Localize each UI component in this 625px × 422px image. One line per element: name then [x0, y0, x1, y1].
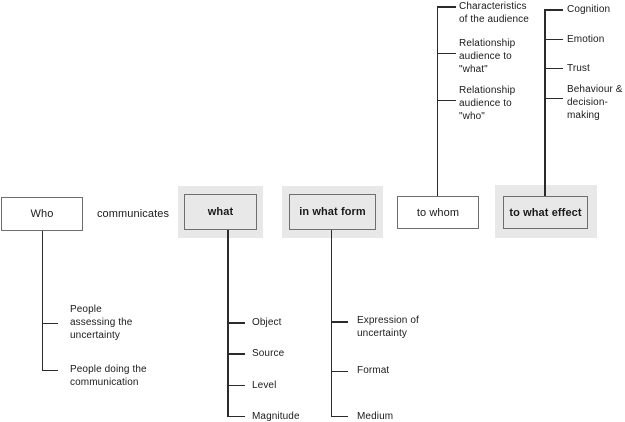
node-to-what-effect-label: to what effect	[509, 206, 582, 219]
node-in-what-form-label: in what form	[299, 206, 366, 218]
branch-who-1: People assessing the uncertainty	[70, 304, 133, 341]
branch-form-2: Format	[357, 365, 390, 376]
branch-whom-1: Characteristics of the audience	[459, 1, 529, 25]
node-who-label: Who	[30, 208, 54, 220]
connector-form-tick-1	[330, 321, 348, 323]
branch-whom-2: Relationship audience to "what"	[459, 38, 516, 75]
node-to-whom-label: to whom	[416, 206, 460, 219]
label-communicates: communicates	[86, 197, 180, 231]
branch-what-2: Source	[252, 348, 285, 359]
node-to-what-effect-highlight: to what effect	[495, 185, 597, 238]
connector-form-tick-3	[330, 415, 348, 417]
connector-what-tick-4	[227, 415, 245, 417]
connector-form-stem	[330, 230, 332, 417]
branch-effect-3: Trust	[567, 63, 590, 74]
connector-who-tick-1	[41, 322, 58, 324]
label-communicates-text: communicates	[96, 208, 170, 220]
connector-whom-tick-1	[436, 6, 456, 8]
node-to-what-effect: to what effect	[503, 196, 588, 229]
node-what: what	[184, 194, 257, 230]
connector-who-tick-2	[41, 369, 58, 371]
connector-effect-tick-4	[544, 97, 563, 99]
connector-effect-stem	[544, 9, 546, 196]
branch-who-2: People doing the communication	[70, 364, 147, 388]
branch-form-1: Expression of uncertainty	[357, 315, 419, 339]
connector-effect-tick-1	[544, 9, 563, 11]
connector-what-tick-2	[227, 353, 245, 355]
connector-whom-stem	[436, 6, 438, 196]
node-in-what-form-highlight: in what form	[282, 186, 383, 238]
node-what-highlight: what	[178, 186, 263, 238]
connector-what-tick-1	[227, 322, 245, 324]
branch-whom-3: Relationship audience to "who"	[459, 85, 516, 122]
branch-what-4: Magnitude	[252, 410, 300, 422]
node-in-what-form: in what form	[289, 194, 376, 230]
branch-effect-2: Emotion	[567, 34, 605, 45]
connector-what-tick-3	[227, 384, 245, 386]
connector-effect-tick-3	[544, 67, 563, 69]
connector-who-stem	[41, 231, 43, 371]
node-to-whom: to whom	[397, 196, 479, 229]
connector-what-stem	[227, 230, 229, 417]
connector-whom-tick-2	[436, 52, 456, 54]
branch-what-1: Object	[252, 317, 282, 328]
branch-effect-1: Cognition	[567, 4, 611, 15]
branch-effect-4: Behaviour & decision- making	[567, 84, 623, 121]
connector-whom-tick-3	[436, 99, 456, 101]
node-what-label: what	[207, 206, 234, 218]
connector-form-tick-2	[330, 370, 348, 372]
branch-what-3: Level	[252, 379, 277, 391]
node-who: Who	[1, 197, 83, 231]
connector-effect-tick-2	[544, 38, 563, 40]
branch-form-3: Medium	[357, 410, 394, 422]
